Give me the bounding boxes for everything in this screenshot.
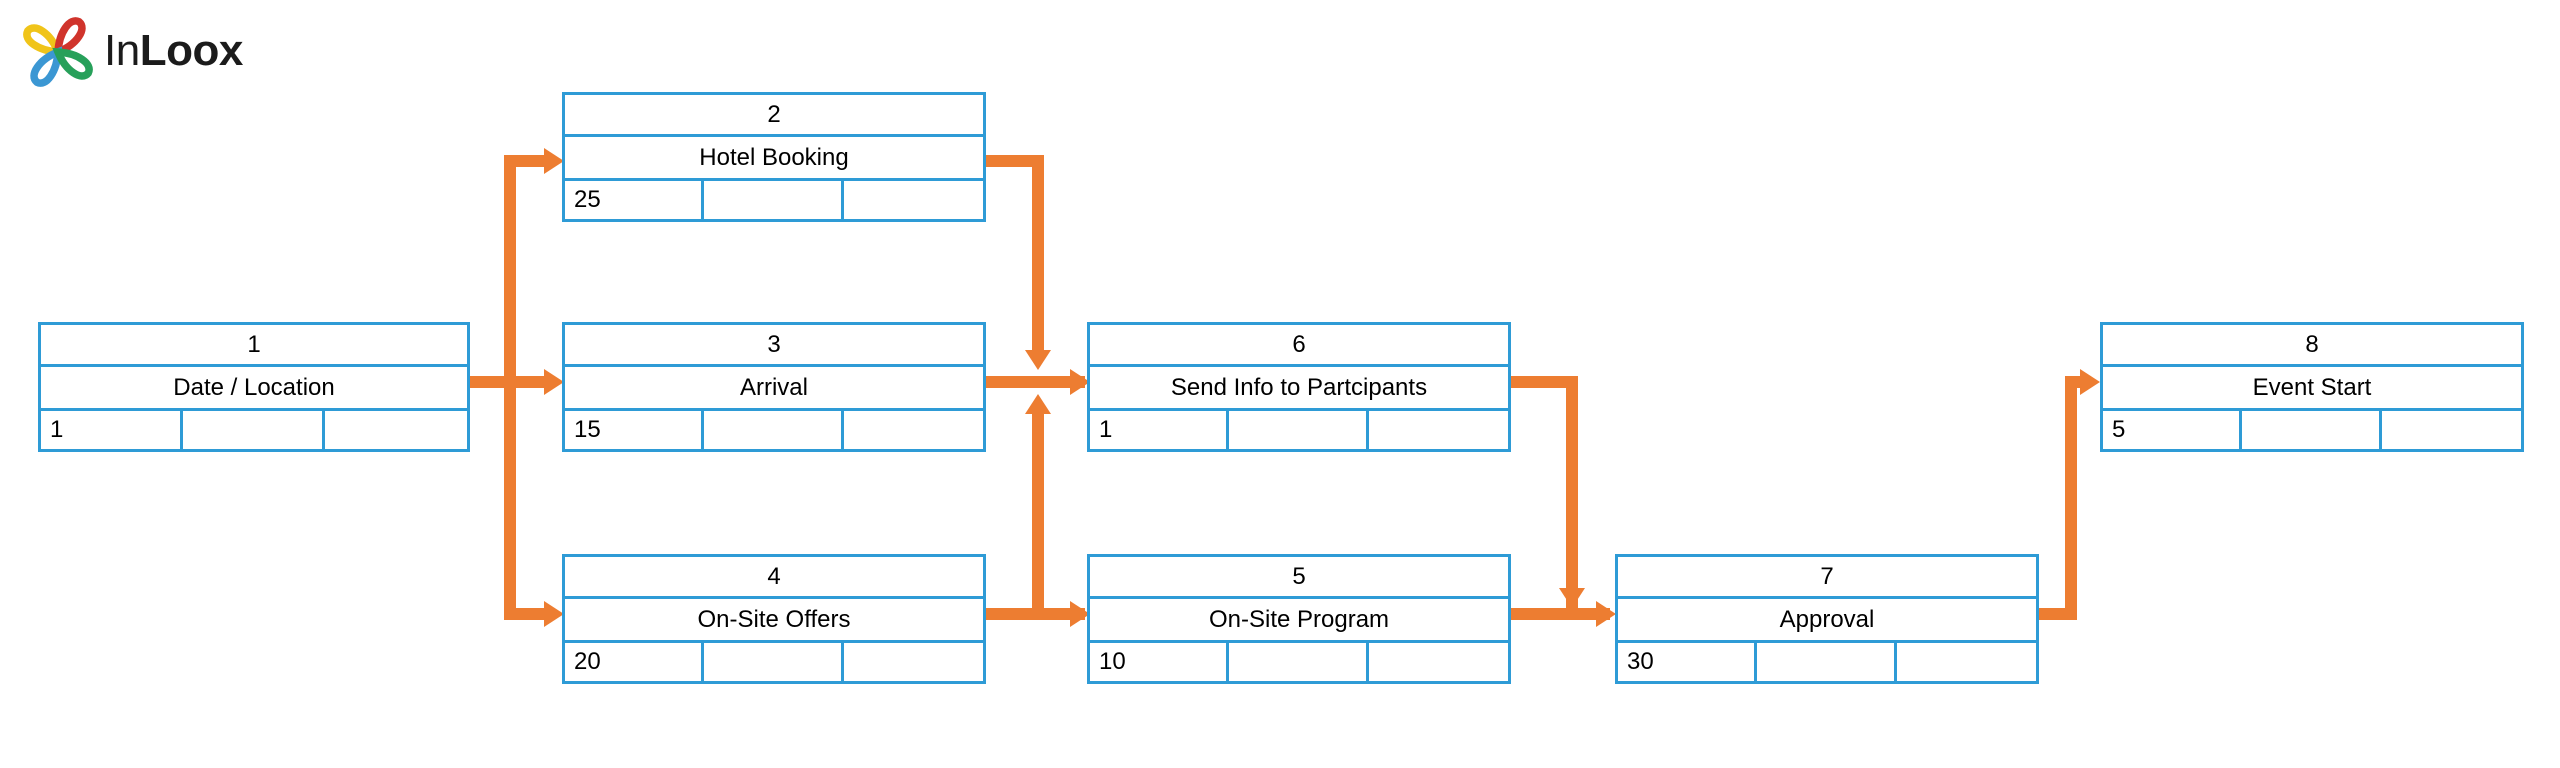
node-8-duration: 5 bbox=[2103, 411, 2243, 449]
node-7-duration: 30 bbox=[1618, 643, 1758, 681]
node-2[interactable]: 2 Hotel Booking 25 bbox=[562, 92, 986, 222]
node-8-id: 8 bbox=[2103, 325, 2521, 367]
node-6-id: 6 bbox=[1090, 325, 1508, 367]
node-1[interactable]: 1 Date / Location 1 bbox=[38, 322, 470, 452]
link-6-7-vertical bbox=[1566, 376, 1578, 608]
brand-wordmark-bold: Loox bbox=[139, 26, 244, 75]
node-1-label: Date / Location bbox=[41, 367, 467, 411]
link-4-5-arrowhead bbox=[1070, 601, 1090, 627]
node-2-cell-2 bbox=[704, 181, 844, 219]
node-5-label: On-Site Program bbox=[1090, 599, 1508, 643]
node-4-label: On-Site Offers bbox=[565, 599, 983, 643]
link-4-5-horizontal bbox=[985, 608, 1085, 620]
node-6[interactable]: 6 Send Info to Partcipants 1 bbox=[1087, 322, 1511, 452]
link-6-7-horizontal-top bbox=[1510, 376, 1578, 388]
link-3-6-arrowhead bbox=[1070, 369, 1090, 395]
brand-wordmark-thin: In bbox=[104, 26, 140, 75]
link-5-7-arrowhead bbox=[1596, 601, 1616, 627]
node-8-label: Event Start bbox=[2103, 367, 2521, 411]
node-3-duration: 15 bbox=[565, 411, 705, 449]
node-3-cells: 15 bbox=[565, 411, 983, 449]
link-1-4-arrowhead bbox=[544, 601, 564, 627]
link-2-6-horizontal bbox=[985, 155, 1044, 167]
node-7-cells: 30 bbox=[1618, 643, 2036, 681]
link-5-7-horizontal bbox=[1510, 608, 1610, 620]
node-6-cell-2 bbox=[1229, 411, 1369, 449]
node-4-cells: 20 bbox=[565, 643, 983, 681]
link-2-6-arrowhead bbox=[1025, 350, 1051, 370]
node-4-id: 4 bbox=[565, 557, 983, 599]
brand-wordmark: InLoox bbox=[104, 28, 243, 74]
node-2-cell-3 bbox=[844, 181, 983, 219]
node-7[interactable]: 7 Approval 30 bbox=[1615, 554, 2039, 684]
node-8-cells: 5 bbox=[2103, 411, 2521, 449]
node-6-cell-3 bbox=[1369, 411, 1508, 449]
node-2-cells: 25 bbox=[565, 181, 983, 219]
node-5-id: 5 bbox=[1090, 557, 1508, 599]
node-2-duration: 25 bbox=[565, 181, 705, 219]
link-1-4-horizontal bbox=[504, 608, 546, 620]
node-4-duration: 20 bbox=[565, 643, 705, 681]
node-3-cell-2 bbox=[704, 411, 844, 449]
link-1-3-horizontal bbox=[504, 376, 546, 388]
node-7-cell-3 bbox=[1897, 643, 2036, 681]
node-1-cells: 1 bbox=[41, 411, 467, 449]
node-6-duration: 1 bbox=[1090, 411, 1230, 449]
node-7-cell-2 bbox=[1757, 643, 1897, 681]
node-2-id: 2 bbox=[565, 95, 983, 137]
node-4[interactable]: 4 On-Site Offers 20 bbox=[562, 554, 986, 684]
node-4-cell-3 bbox=[844, 643, 983, 681]
node-5-cells: 10 bbox=[1090, 643, 1508, 681]
node-1-cell-3 bbox=[325, 411, 467, 449]
node-8[interactable]: 8 Event Start 5 bbox=[2100, 322, 2524, 452]
link-1-3-arrowhead bbox=[544, 369, 564, 395]
link-1-2-arrowhead bbox=[544, 148, 564, 174]
node-5-cell-3 bbox=[1369, 643, 1508, 681]
link-2-6-vertical bbox=[1032, 155, 1044, 350]
node-7-id: 7 bbox=[1618, 557, 2036, 599]
node-3-label: Arrival bbox=[565, 367, 983, 411]
node-6-cells: 1 bbox=[1090, 411, 1508, 449]
link-7-8-vertical bbox=[2065, 376, 2077, 620]
inloox-butterfly-logo-icon bbox=[16, 10, 100, 94]
link-6-7-arrowhead-elbow bbox=[1559, 588, 1585, 608]
node-1-duration: 1 bbox=[41, 411, 183, 449]
node-1-cell-2 bbox=[183, 411, 325, 449]
node-4-cell-2 bbox=[704, 643, 844, 681]
node-3[interactable]: 3 Arrival 15 bbox=[562, 322, 986, 452]
node-6-label: Send Info to Partcipants bbox=[1090, 367, 1508, 411]
link-4-6-arrowhead bbox=[1025, 394, 1051, 414]
node-3-cell-3 bbox=[844, 411, 983, 449]
brand-logo: InLoox bbox=[16, 8, 316, 94]
node-8-cell-2 bbox=[2242, 411, 2382, 449]
node-5[interactable]: 5 On-Site Program 10 bbox=[1087, 554, 1511, 684]
node-7-label: Approval bbox=[1618, 599, 2036, 643]
node-2-label: Hotel Booking bbox=[565, 137, 983, 181]
link-4-6-vertical bbox=[1032, 414, 1044, 620]
node-5-cell-2 bbox=[1229, 643, 1369, 681]
node-5-duration: 10 bbox=[1090, 643, 1230, 681]
node-1-id: 1 bbox=[41, 325, 467, 367]
link-3-6-horizontal bbox=[985, 376, 1085, 388]
link-7-8-arrowhead bbox=[2080, 369, 2100, 395]
link-1-2-horizontal bbox=[504, 155, 546, 167]
node-8-cell-3 bbox=[2382, 411, 2521, 449]
node-3-id: 3 bbox=[565, 325, 983, 367]
